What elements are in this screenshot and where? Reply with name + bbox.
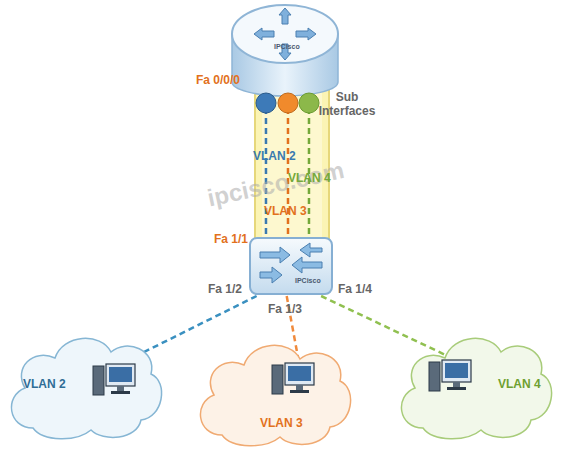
pc-tower <box>272 365 283 394</box>
vlan-label: VLAN 3 <box>264 205 307 219</box>
switch-outline <box>248 236 334 296</box>
cloud-outline <box>192 335 352 450</box>
pc-base <box>111 391 130 394</box>
port-label: Fa 0/0/0 <box>196 74 240 88</box>
vlan-link <box>321 296 456 360</box>
vlan-name: VLAN 2 <box>23 378 66 392</box>
router-arrow <box>279 8 291 24</box>
switch-arrow <box>300 243 322 257</box>
cloud-node: VLAN 2 <box>3 328 163 443</box>
switch-node: IPCisco <box>248 236 334 296</box>
cloud-node: VLAN 3 <box>192 335 352 450</box>
port-label: Fa 1/1 <box>214 233 248 247</box>
pc-stand <box>296 385 303 390</box>
pc-monitor <box>106 364 135 386</box>
brand-text: IPCisco <box>295 277 321 285</box>
cloud-outline <box>11 338 161 438</box>
pc-monitor <box>285 363 314 385</box>
vlan-label: VLAN 4 <box>288 172 331 186</box>
pc-screen <box>288 366 311 381</box>
sub-interface-label: Sub Interfaces <box>312 91 382 119</box>
pc-tower <box>429 362 440 391</box>
port-label: Fa 1/3 <box>268 303 302 317</box>
router-node: IPCisco <box>230 2 340 98</box>
cloud-outline <box>401 338 551 438</box>
switch-arrow <box>260 267 282 283</box>
router-arrow <box>296 28 316 40</box>
pc-stand <box>117 386 124 391</box>
pc-base <box>290 390 309 393</box>
switch-body <box>250 238 332 294</box>
router-top <box>232 5 338 63</box>
pc-tower <box>93 366 104 395</box>
cloud-node: VLAN 4 <box>393 328 553 443</box>
brand-text: IPCisco <box>274 43 300 51</box>
cloud-outline <box>200 345 350 445</box>
vlan-name: VLAN 4 <box>498 378 541 392</box>
pc-screen <box>445 363 468 378</box>
switch-arrow <box>260 247 290 263</box>
switch-arrow <box>292 257 322 273</box>
port-label: Fa 1/2 <box>208 283 242 297</box>
port-label: Fa 1/4 <box>338 283 372 297</box>
router-arrow <box>254 28 274 40</box>
vlan-label: VLAN 2 <box>253 150 296 164</box>
pc-base <box>447 387 466 390</box>
pc-screen <box>109 367 132 382</box>
vlan-name: VLAN 3 <box>260 417 303 431</box>
pc-stand <box>453 382 460 387</box>
pc-monitor <box>442 360 471 382</box>
